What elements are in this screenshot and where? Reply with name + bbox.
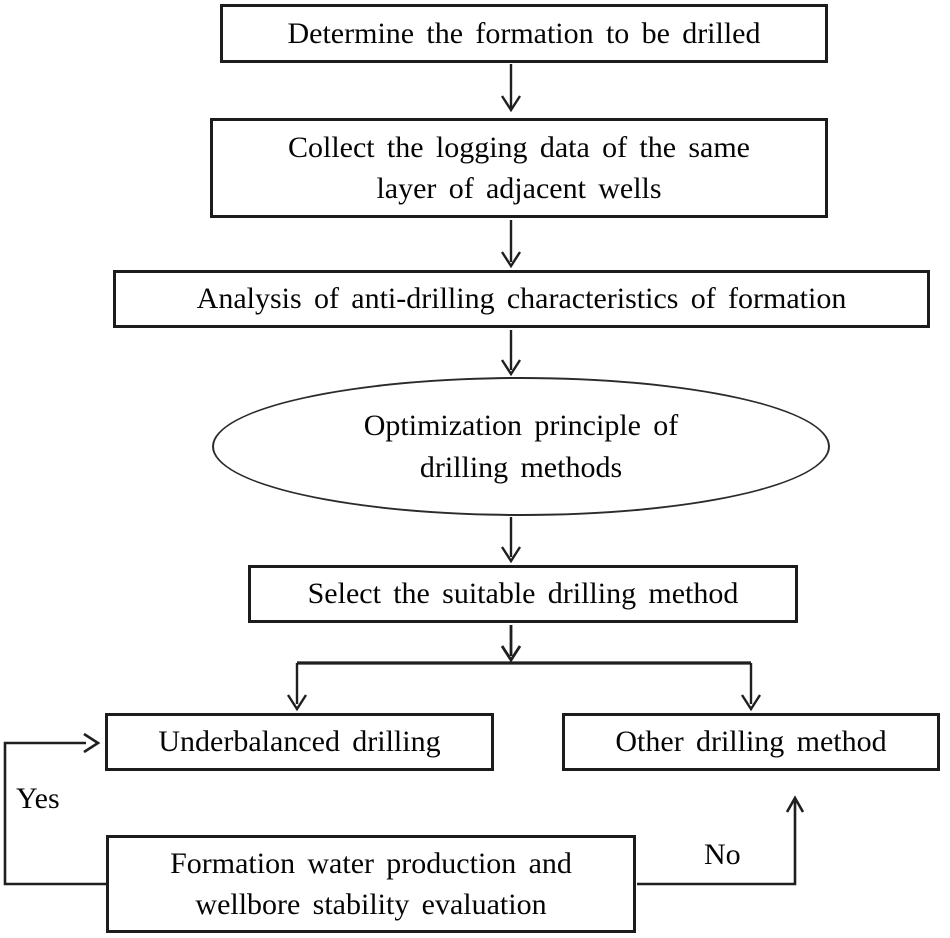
edge-label-yes: Yes bbox=[16, 782, 60, 815]
arrowhead-down-icon bbox=[286, 694, 308, 712]
node-optimization-principle: Optimization principle of drilling metho… bbox=[212, 377, 830, 516]
node-label: Optimization principle of drilling metho… bbox=[363, 409, 679, 484]
arrowhead-down-icon bbox=[500, 359, 522, 377]
node-determine-formation: Determine the formation to be drilled bbox=[220, 4, 828, 63]
arrowhead-down-icon bbox=[500, 546, 522, 564]
node-select-drilling-method: Select the suitable drilling method bbox=[248, 565, 798, 623]
node-anti-drilling-analysis: Analysis of anti-drilling characteristic… bbox=[113, 270, 930, 328]
node-label: Collect the logging data of the same lay… bbox=[287, 130, 750, 205]
edge-label-no: No bbox=[704, 838, 741, 871]
arrowhead-up-icon bbox=[785, 795, 805, 813]
node-underbalanced-drilling: Underbalanced drilling bbox=[105, 713, 494, 771]
node-other-drilling-method: Other drilling method bbox=[562, 713, 940, 771]
node-collect-logging-data: Collect the logging data of the same lay… bbox=[210, 118, 828, 218]
node-label: Underbalanced drilling bbox=[158, 725, 441, 759]
arrowhead-down-icon bbox=[500, 95, 522, 113]
node-water-wellbore-evaluation: Formation water production and wellbore … bbox=[106, 835, 636, 933]
arrowhead-down-icon bbox=[500, 251, 522, 269]
arrowhead-down-icon bbox=[500, 645, 522, 663]
node-label: Determine the formation to be drilled bbox=[287, 16, 761, 50]
node-label: Analysis of anti-drilling characteristic… bbox=[196, 282, 847, 316]
node-label: Select the suitable drilling method bbox=[307, 577, 739, 611]
edge-yes-loop bbox=[3, 741, 106, 886]
arrowhead-right-icon bbox=[83, 732, 101, 754]
arrowhead-down-icon bbox=[740, 694, 762, 712]
edge-no-loop bbox=[637, 801, 797, 886]
node-label: Formation water production and wellbore … bbox=[170, 846, 572, 921]
node-label: Other drilling method bbox=[615, 725, 887, 759]
